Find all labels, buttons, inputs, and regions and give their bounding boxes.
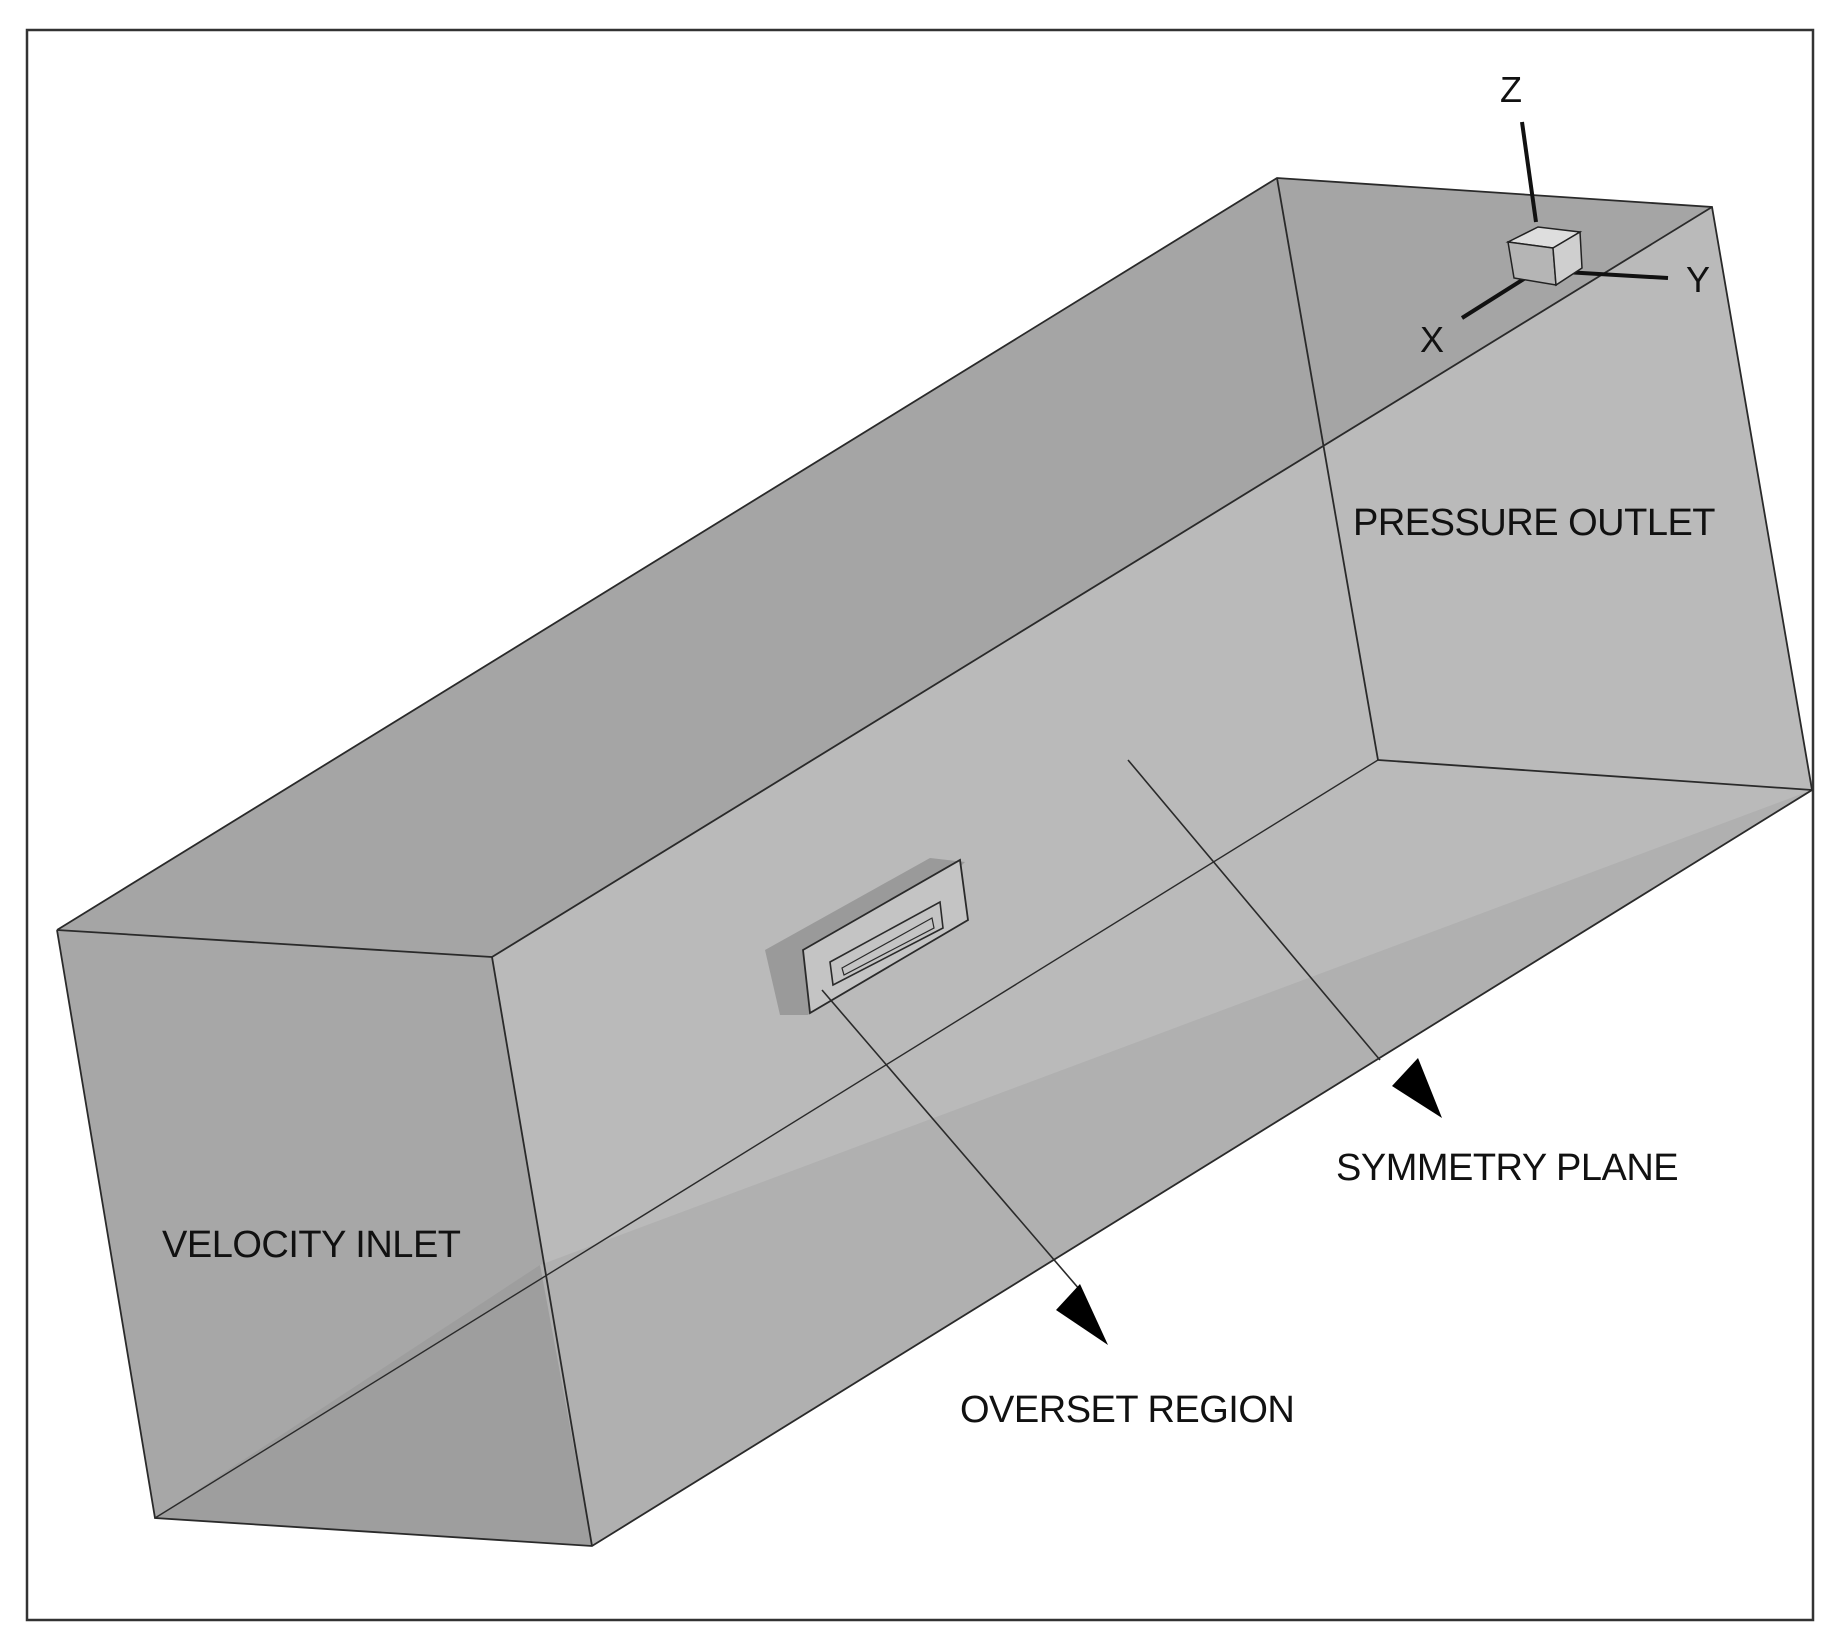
triad-cube-front <box>1507 241 1557 286</box>
overset-region-leader <box>821 989 1108 1345</box>
label-overset-region: OVERSET REGION <box>960 1389 1294 1431</box>
label-velocity-inlet: VELOCITY INLET <box>162 1224 461 1266</box>
axis-triad: Z Y X <box>1420 69 1710 360</box>
label-pressure-outlet: PRESSURE OUTLET <box>1353 502 1715 544</box>
overset-region-body <box>765 858 969 1015</box>
symmetry-plane-leader <box>1127 759 1442 1118</box>
label-symmetry-plane: SYMMETRY PLANE <box>1336 1147 1678 1189</box>
lower-band <box>540 790 1812 1546</box>
triad-cube-side <box>1552 230 1583 287</box>
axis-label-z: Z <box>1500 69 1522 110</box>
axis-label-x: X <box>1420 319 1444 360</box>
inlet-lower-band <box>155 1265 592 1546</box>
axis-label-y: Y <box>1686 259 1710 300</box>
box-edges <box>56 177 1813 1547</box>
top-face <box>57 178 1712 957</box>
